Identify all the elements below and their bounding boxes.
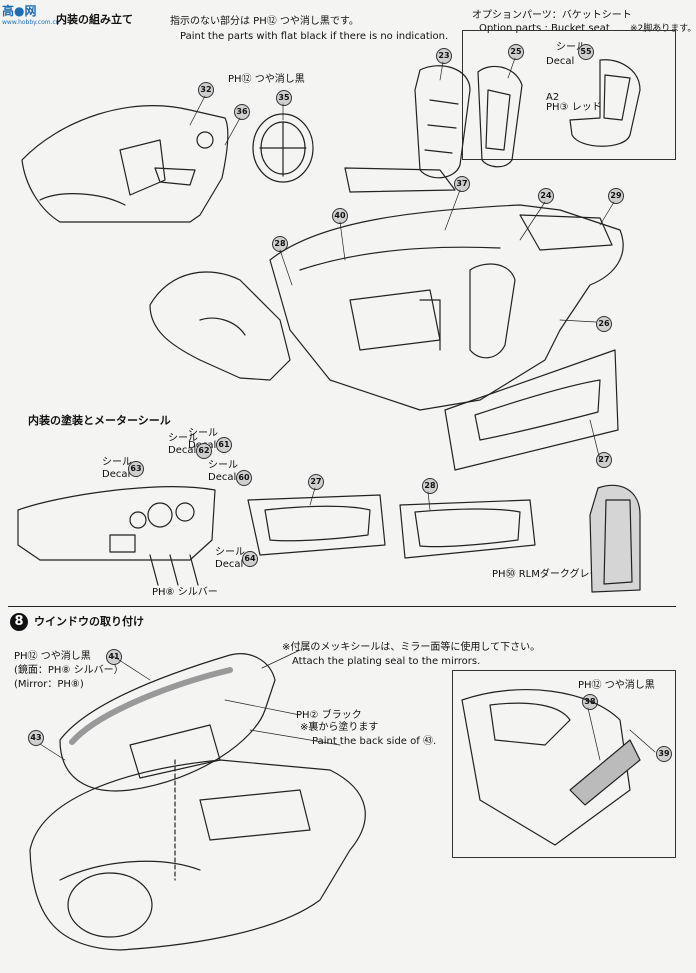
decal64-decal: Decal <box>215 559 244 570</box>
part-23: 23 <box>436 48 452 64</box>
interior-tub-drawing <box>269 204 624 411</box>
part-37: 37 <box>454 176 470 192</box>
decal63-decal: Decal <box>102 469 131 480</box>
dashboard-drawing <box>21 105 229 223</box>
part-28b: 28 <box>422 478 438 494</box>
part-38: 38 <box>582 694 598 710</box>
option-seat-drawing <box>569 59 641 147</box>
part-24: 24 <box>538 188 554 204</box>
part-63: 63 <box>128 461 144 477</box>
part-35: 35 <box>276 90 292 106</box>
option-seal: シール <box>556 42 586 53</box>
meter-title: 内装の塗装とメーターシール <box>28 414 171 427</box>
step8-badge: 8 <box>10 613 28 631</box>
rlm-seat-drawing <box>589 484 641 593</box>
part-27b: 27 <box>308 474 324 490</box>
mirror-en: (Mirror：PH⑧) <box>14 679 84 690</box>
back-jp: ※裏から塗ります <box>300 722 379 733</box>
leader-lines <box>39 57 656 761</box>
part-28a: 28 <box>272 236 288 252</box>
site-logo: 高●网 www.hobby.com.cn <box>2 4 60 26</box>
part-64: 64 <box>242 551 258 567</box>
seat-25-drawing <box>477 65 523 168</box>
door-27-left-drawing <box>247 494 386 556</box>
seat-23-drawing <box>344 65 471 193</box>
black-label: PH② ブラック <box>296 710 362 721</box>
section8-title: ウインドウの取り付け <box>34 615 144 628</box>
part-25: 25 <box>508 44 524 60</box>
decal63-seal: シール <box>102 457 132 468</box>
floor-28-drawing <box>149 271 291 381</box>
mirror-detail-box <box>452 670 676 858</box>
part-27a: 27 <box>596 452 612 468</box>
mirror-detail-drawing <box>461 688 641 846</box>
decal60-seal: シール <box>208 460 238 471</box>
option-title-jp: オプションパーツ：バケットシート <box>472 10 632 21</box>
silver-label: PH⑧ シルバー <box>152 587 218 598</box>
part-43: 43 <box>28 730 44 746</box>
decal61-seal: シール <box>188 428 218 439</box>
option-qty: ※2脚あります。 <box>630 24 696 34</box>
back-en: Paint the back side of ㊸. <box>312 736 437 747</box>
option-title-en: Option parts : Bucket seat <box>479 23 610 34</box>
door-28-left-drawing <box>399 499 536 559</box>
plating-jp: ※付属のメッキシールは、ミラー面等に使用して下さい。 <box>282 642 541 653</box>
meter-dash-drawing <box>17 486 216 586</box>
part-32: 32 <box>198 82 214 98</box>
decal60-decal: Decal <box>208 472 237 483</box>
mirror-paint2: PH⑫ つや消し黒 <box>578 680 655 691</box>
door-27-right-drawing <box>444 349 619 471</box>
rlm-label: PH㊿ RLMダークグレー <box>492 569 600 580</box>
part-60: 60 <box>236 470 252 486</box>
part-36: 36 <box>234 104 250 120</box>
decal64-seal: シール <box>215 547 245 558</box>
section-divider <box>8 606 676 607</box>
part-62: 62 <box>196 443 212 459</box>
decal62-decal: Decal <box>168 445 197 456</box>
part-55: 55 <box>578 44 594 60</box>
part-61: 61 <box>216 437 232 453</box>
option-decal: Decal <box>546 56 575 67</box>
option-a2: A2 <box>546 92 560 103</box>
steering-wheel-drawing <box>252 113 314 183</box>
section7-note-en: Paint the parts with flat black if there… <box>180 31 449 42</box>
part-29: 29 <box>608 188 624 204</box>
section7-title: 内装の組み立て <box>56 13 133 26</box>
dash-paint-label: PH⑫ つや消し黒 <box>228 74 305 85</box>
body-shell-drawing <box>29 759 366 951</box>
section7-note-jp: 指示のない部分は PH⑫ つや消し黒です。 <box>170 16 359 27</box>
option-box <box>462 30 676 160</box>
part-39: 39 <box>656 746 672 762</box>
window-paint1: PH⑫ つや消し黒 <box>14 651 91 662</box>
part-26: 26 <box>596 316 612 332</box>
option-red: PH③ レッド <box>546 102 602 113</box>
plating-en: Attach the plating seal to the mirrors. <box>292 656 481 667</box>
mirror-jp: (鏡面：PH⑧ シルバー） <box>14 665 124 676</box>
decal62-seal: シール <box>168 433 198 444</box>
